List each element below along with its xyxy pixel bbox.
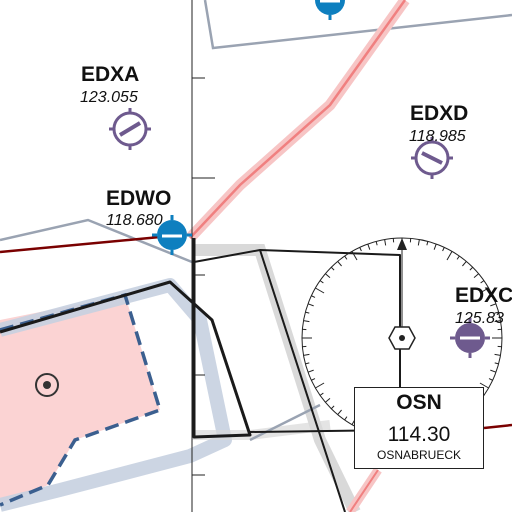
airway-line bbox=[189, 0, 407, 239]
compass-tick bbox=[417, 239, 420, 246]
compass-tick bbox=[488, 378, 493, 381]
airport-edwo-icon bbox=[152, 215, 192, 255]
compass-tick bbox=[319, 280, 324, 284]
station-ident-edxa: EDXA bbox=[81, 63, 140, 86]
compass-tick bbox=[456, 255, 460, 260]
airspace-boundary-mid bbox=[0, 218, 193, 264]
station-frequency-edxd: 118.985 bbox=[409, 128, 466, 145]
compass-tick bbox=[490, 369, 497, 373]
compass-tick bbox=[325, 273, 331, 278]
airport-edxd-icon bbox=[411, 137, 453, 179]
vor-ident: OSN bbox=[396, 391, 442, 414]
compass-tick bbox=[494, 320, 501, 323]
compass-tick bbox=[488, 295, 493, 298]
airport-edxa-icon bbox=[109, 108, 151, 150]
compass-tick bbox=[303, 353, 310, 356]
compass-tick bbox=[480, 280, 485, 284]
compass-tick bbox=[330, 266, 335, 271]
airway-lower-line bbox=[349, 469, 379, 512]
tma-boundary-slant bbox=[259, 249, 346, 512]
station-frequency-edxc: 125.83 bbox=[455, 310, 504, 327]
dark-red-route-left bbox=[0, 235, 161, 254]
tma-boundary bbox=[193, 249, 401, 433]
compass-tick bbox=[426, 241, 429, 246]
compass-tick bbox=[307, 369, 314, 373]
compass-tick bbox=[384, 239, 387, 246]
airport-partial-top-icon bbox=[315, 0, 345, 20]
compass-tick bbox=[315, 382, 325, 389]
compass-tick bbox=[479, 287, 489, 294]
vor-name: OSNABRUECK bbox=[376, 448, 462, 462]
station-ident-edxc: EDXC bbox=[455, 284, 512, 307]
compass-tick bbox=[305, 362, 310, 365]
compass-tick bbox=[462, 261, 467, 267]
compass-tick bbox=[494, 362, 499, 365]
compass-tick bbox=[337, 409, 342, 415]
restricted-area-fill bbox=[0, 295, 160, 505]
compass-tick bbox=[315, 287, 325, 294]
compass-tick bbox=[494, 311, 499, 314]
airspace-boundary-top bbox=[203, 0, 512, 50]
compass-tick bbox=[303, 320, 310, 323]
dark-red-route-right bbox=[483, 423, 512, 430]
compass-tick bbox=[330, 405, 335, 410]
compass-tick bbox=[351, 251, 358, 261]
vor-info-box[interactable]: OSN 114.30 OSNABRUECK bbox=[354, 387, 484, 469]
compass-tick bbox=[367, 243, 371, 250]
compass-tick bbox=[359, 247, 362, 252]
compass-tick bbox=[469, 266, 474, 271]
compass-tick bbox=[311, 295, 316, 298]
compass-tick bbox=[319, 392, 324, 396]
compass-tick bbox=[311, 378, 316, 381]
ctr-boundary bbox=[0, 238, 252, 439]
compass-tick bbox=[344, 255, 348, 260]
compass-tick bbox=[442, 247, 445, 252]
station-frequency-edxa: 123.055 bbox=[80, 89, 138, 106]
compass-tick bbox=[305, 311, 310, 314]
vor-station-icon bbox=[388, 326, 416, 350]
compass-tick bbox=[494, 353, 501, 356]
vor-frequency: 114.30 bbox=[387, 423, 451, 446]
compass-tick bbox=[433, 243, 437, 250]
compass-tick bbox=[337, 261, 342, 267]
airfield-symbol-icon bbox=[35, 373, 59, 397]
compass-tick bbox=[344, 416, 348, 421]
compass-tick bbox=[479, 382, 489, 389]
compass-tick bbox=[375, 241, 378, 246]
airspace-boundary-low bbox=[249, 403, 321, 442]
compass-tick bbox=[490, 303, 497, 307]
airport-edxc-icon bbox=[450, 318, 490, 358]
station-frequency-edwo: 118.680 bbox=[106, 212, 163, 229]
compass-tick bbox=[473, 273, 479, 278]
compass-tick bbox=[325, 398, 331, 403]
station-ident-edxd: EDXD bbox=[410, 102, 469, 125]
compass-tick bbox=[307, 303, 314, 307]
compass-tick bbox=[446, 251, 453, 261]
station-ident-edwo: EDWO bbox=[106, 187, 172, 210]
